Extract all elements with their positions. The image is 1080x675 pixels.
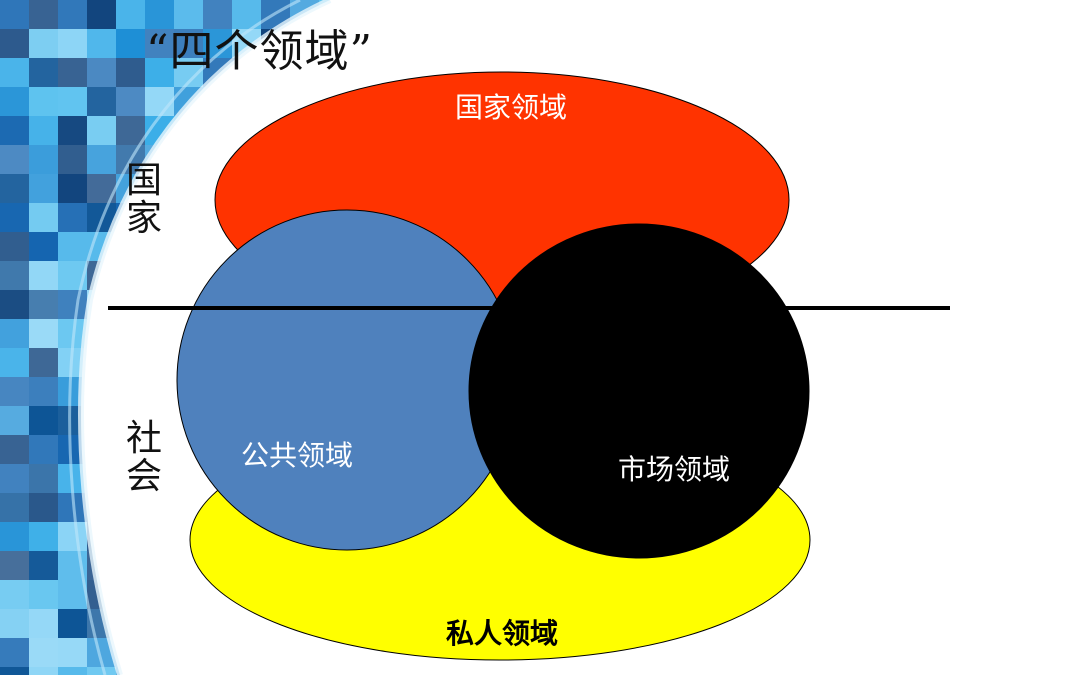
slide-title: “四个领域” [146,26,373,77]
state-char-2: 家 [125,198,162,239]
society-char-2: 会 [125,456,162,497]
market-domain-label: 市场领域 [618,453,731,486]
society-axis-label: 社 会 [124,420,164,496]
public-domain-label: 公共领域 [241,439,354,472]
public-domain-circle [176,209,518,551]
society-char-1: 社 [125,418,162,459]
private-domain-label: 私人领域 [446,617,559,650]
state-char-1: 国 [125,160,162,201]
state-axis-label: 国 家 [124,162,164,238]
state-domain-label: 国家领域 [455,91,568,124]
market-domain-circle [468,223,810,559]
